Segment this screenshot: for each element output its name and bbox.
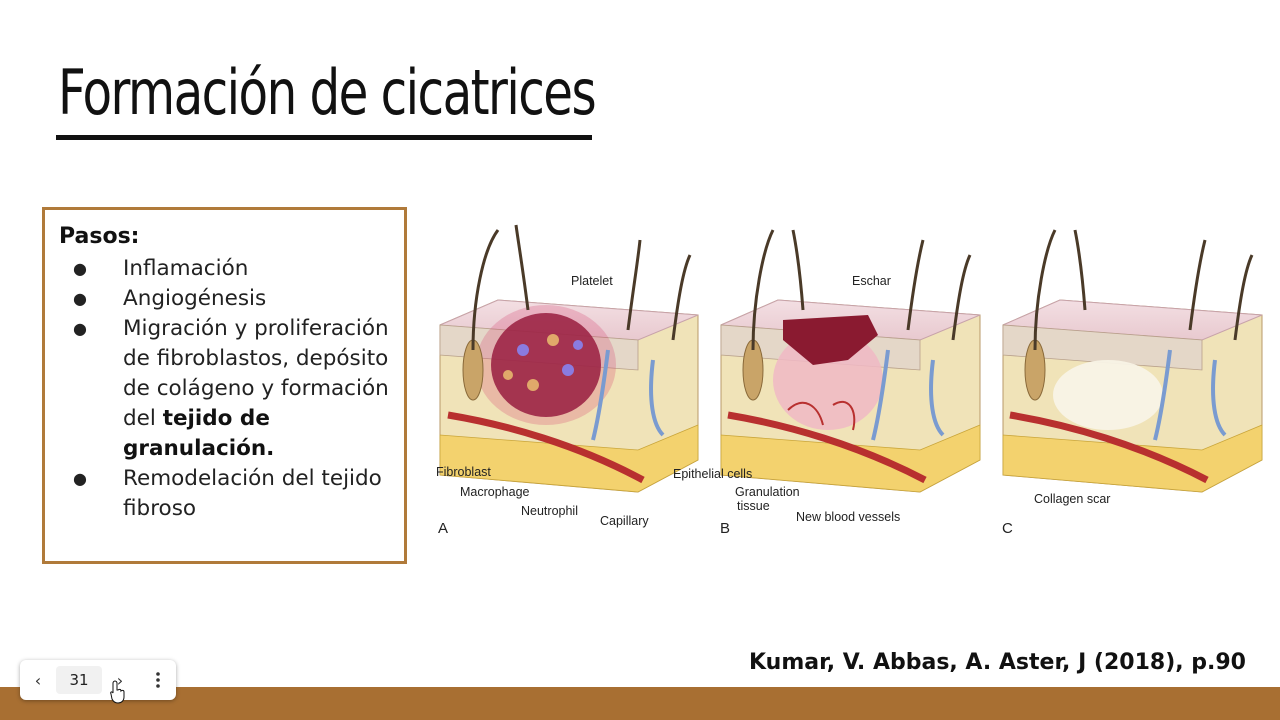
next-slide-button[interactable]: › — [116, 670, 124, 690]
more-options-button[interactable] — [140, 662, 176, 698]
steps-box: Pasos: ● Inflamación ● Angiogénesis ● Migra… — [42, 207, 407, 564]
title-underline — [56, 135, 592, 140]
wound-healing-figure: Platelet Fibroblast Macrophage Neutrophi… — [436, 224, 1263, 537]
panel-a-skin-block — [439, 224, 699, 493]
hand-cursor-icon — [110, 680, 125, 704]
step-item: ● Migración y proliferación de fibroblast… — [45, 314, 404, 464]
label-granulation: Granulation — [735, 485, 800, 499]
step-text: Inflamación — [123, 256, 249, 281]
label-collagen-scar: Collagen scar — [1034, 492, 1110, 506]
bullet-icon: ● — [73, 289, 87, 308]
step-text: Migración y proliferación de fibroblasto… — [123, 316, 389, 431]
label-macrophage: Macrophage — [460, 485, 530, 499]
steps-heading: Pasos: — [59, 224, 140, 249]
bullet-icon: ● — [73, 469, 87, 488]
label-epithelial-cells: Epithelial cells — [673, 467, 752, 481]
label-new-blood-vessels: New blood vessels — [796, 510, 900, 524]
label-capillary: Capillary — [600, 514, 649, 528]
panel-a-letter: A — [438, 520, 448, 537]
step-item: ● Remodelación del tejido fibroso — [45, 464, 404, 524]
bullet-icon: ● — [73, 319, 87, 338]
slide-title: Formación de cicatrices — [58, 56, 597, 129]
previous-slide-button[interactable]: ‹ — [34, 670, 42, 690]
panel-c-skin-block — [1002, 229, 1263, 493]
label-platelet: Platelet — [571, 274, 613, 288]
panel-c-letter: C — [1002, 520, 1013, 537]
slide-nav-toolbar: ‹ 31 › — [20, 660, 176, 700]
step-text-bold: tejido de granulación. — [123, 406, 275, 461]
step-item: ● Angiogénesis — [45, 284, 404, 314]
steps-list: ● Inflamación ● Angiogénesis ● Migración y … — [45, 254, 404, 524]
citation: Kumar, V. Abbas, A. Aster, J (2018), p.9… — [749, 650, 1246, 675]
label-fibroblast: Fibroblast — [436, 465, 491, 479]
panel-b-letter: B — [720, 520, 730, 537]
step-text: Angiogénesis — [123, 286, 267, 311]
panel-b-skin-block — [720, 229, 981, 493]
label-granulation-tissue: tissue — [737, 499, 770, 513]
step-text: Remodelación del tejido fibroso — [123, 466, 382, 521]
page-number-input[interactable]: 31 — [56, 666, 102, 694]
label-eschar: Eschar — [852, 274, 891, 288]
step-item: ● Inflamación — [45, 254, 404, 284]
more-vertical-icon — [156, 672, 160, 688]
bullet-icon: ● — [73, 259, 87, 278]
footer-bar — [0, 687, 1280, 720]
label-neutrophil: Neutrophil — [521, 504, 578, 518]
